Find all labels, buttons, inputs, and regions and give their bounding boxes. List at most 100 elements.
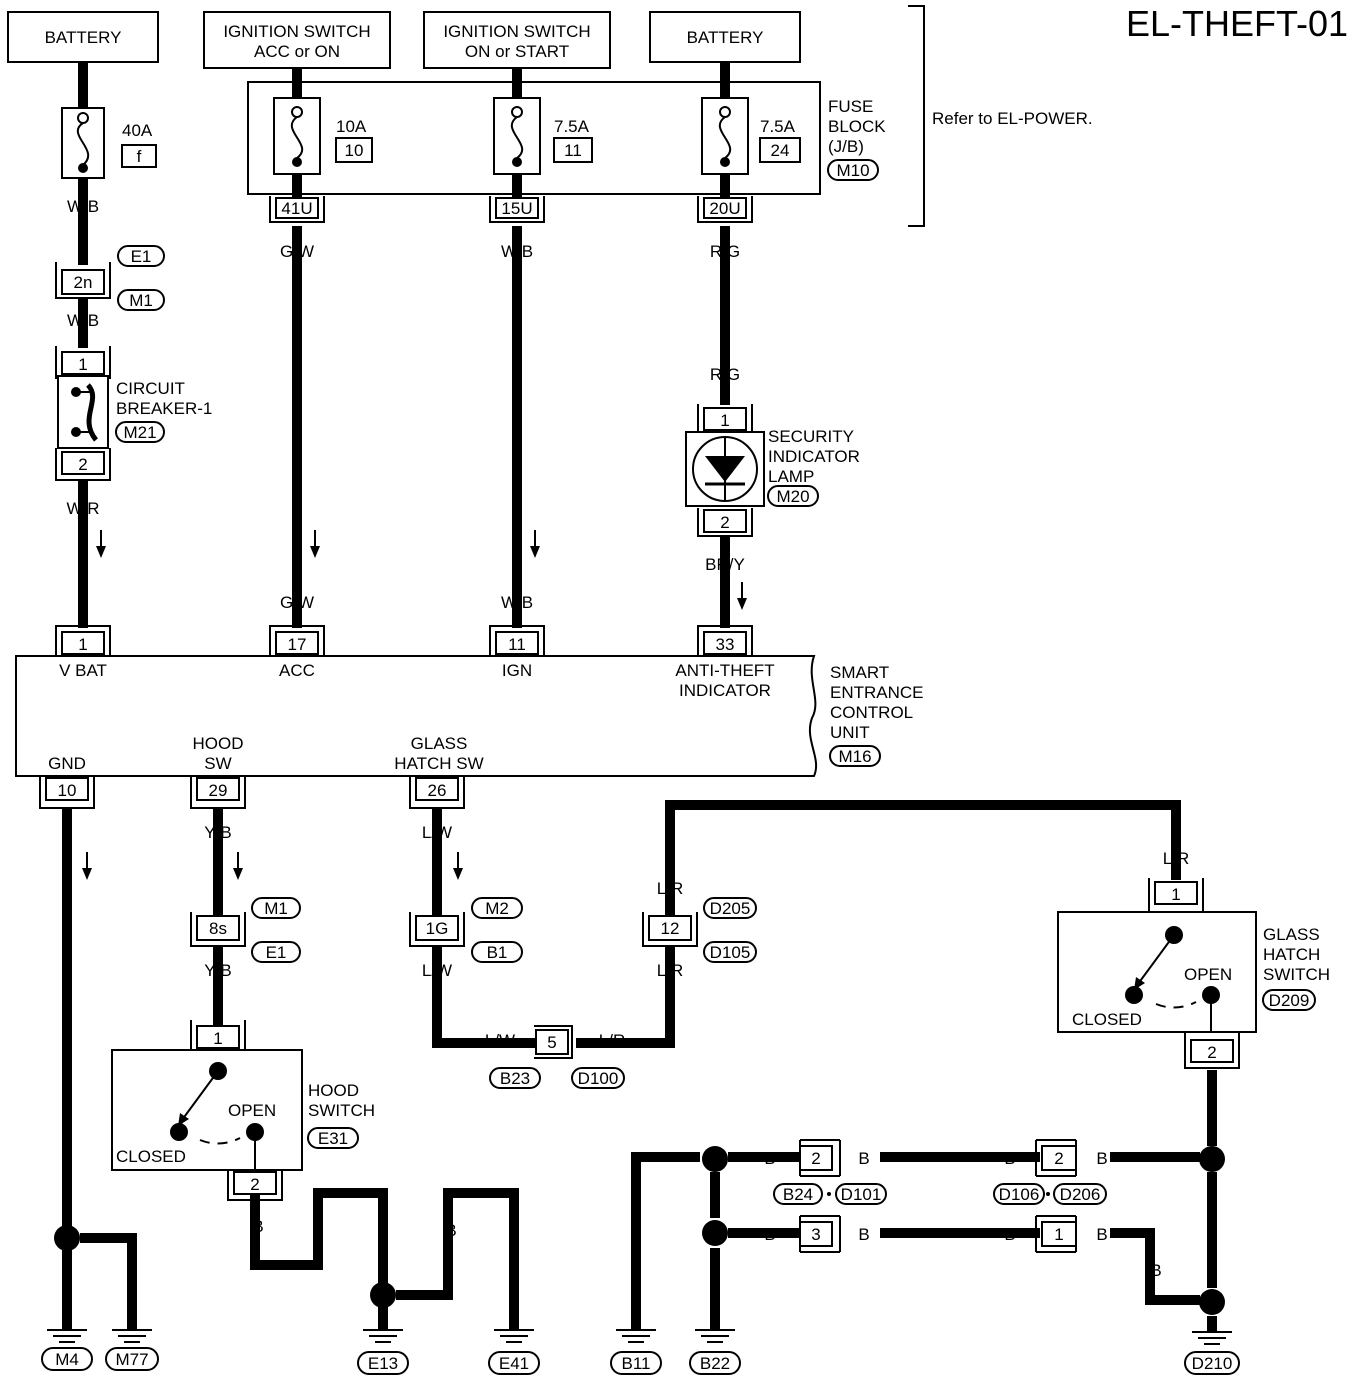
current-arrow-5-head	[82, 868, 92, 880]
ignition-on-label-1: IGNITION SWITCH	[443, 22, 590, 41]
wire-color-b-m77: B	[126, 1285, 137, 1304]
wire-color-b-glass: B	[1206, 1079, 1217, 1098]
circuit-breaker-1: 1 2 CIRCUIT BREAKER-1 M21	[55, 346, 212, 481]
wire-color-b-m4: B	[61, 1285, 72, 1304]
battery-left-source: BATTERY	[7, 11, 159, 63]
svg-text:B: B	[858, 1149, 869, 1168]
svg-text:11: 11	[508, 635, 526, 654]
joint-connector-8s: 8s M1 E1	[190, 897, 301, 963]
splice-e13	[370, 1282, 396, 1308]
ground-b22: B22	[689, 1329, 741, 1375]
current-arrow-4-head	[737, 598, 747, 610]
svg-text:D206: D206	[1060, 1185, 1101, 1204]
svg-text:V BAT: V BAT	[59, 661, 107, 680]
glass-switch-label-2: HATCH	[1263, 945, 1320, 964]
svg-text:E31: E31	[318, 1129, 348, 1148]
svg-text:2n: 2n	[74, 273, 93, 292]
fuse-24-amp: 7.5A	[760, 117, 796, 136]
svg-text:IGN: IGN	[502, 661, 532, 680]
battery-left-label: BATTERY	[45, 28, 122, 47]
svg-text:2: 2	[1054, 1149, 1063, 1168]
refer-note: Refer to EL-POWER.	[932, 109, 1093, 128]
fuse-24-num: 24	[771, 141, 790, 160]
fuse-40a-num: f	[137, 147, 142, 166]
glass-closed-label: CLOSED	[1072, 1010, 1142, 1029]
control-unit-label-3: CONTROL	[830, 703, 913, 722]
svg-text:2: 2	[811, 1149, 820, 1168]
fuse-40a-amp: 40A	[122, 121, 153, 140]
wire-color-wb-1: W/B	[67, 197, 99, 216]
current-arrow-7-head	[453, 868, 463, 880]
wire-color-rg-top: R/G	[710, 242, 740, 261]
splice-b22-lower	[702, 1220, 728, 1246]
wire-color-b-glass-3: B	[1150, 1261, 1161, 1280]
svg-text:M21: M21	[123, 423, 156, 442]
svg-text:B: B	[1096, 1225, 1107, 1244]
wire-color-wb-bottom: W/B	[501, 593, 533, 612]
joint-connector-1g: 1G M2 B1	[409, 897, 523, 963]
fuse-10: 10A 10	[273, 97, 373, 175]
pin-gnd: GND 10	[39, 754, 95, 809]
wire-color-lr-3: L/R	[657, 961, 683, 980]
hood-switch-label-2: SWITCH	[308, 1101, 375, 1120]
wire-color-lw-1: L/W	[422, 823, 452, 842]
svg-text:B23: B23	[500, 1069, 530, 1088]
ground-symbols: M4 M77 E13 E41 B11 B22	[41, 1320, 1240, 1375]
fuse-block-pin-20u: 20U	[697, 196, 753, 223]
current-arrow-3-head	[530, 546, 540, 558]
fuse-block-pin-15u: 15U	[489, 196, 545, 223]
svg-text:B: B	[764, 1225, 775, 1244]
breaker-label-1: CIRCUIT	[116, 379, 185, 398]
svg-text:GND: GND	[48, 754, 86, 773]
joint-connector-b3: B 3 B	[764, 1215, 870, 1253]
ground-m77: M77	[105, 1329, 159, 1371]
svg-text:B11: B11	[622, 1354, 651, 1373]
svg-text:20U: 20U	[709, 199, 740, 218]
svg-text:INDICATOR: INDICATOR	[679, 681, 771, 700]
pin-ign: 11 IGN	[489, 625, 545, 680]
svg-text:M20: M20	[776, 487, 809, 506]
fuse-block-label-2: BLOCK	[828, 117, 886, 136]
svg-text:E13: E13	[368, 1354, 398, 1373]
svg-text:SW: SW	[204, 754, 231, 773]
svg-text:26: 26	[428, 781, 447, 800]
svg-text:B: B	[1096, 1149, 1107, 1168]
wire-color-gw-top: G/W	[280, 242, 314, 261]
svg-text:M1: M1	[129, 291, 153, 310]
wire-color-lw-2: L/W	[422, 961, 452, 980]
fuse-block-conn: M10	[836, 161, 869, 180]
svg-text:ANTI-THEFT: ANTI-THEFT	[675, 661, 774, 680]
svg-text:L/W: L/W	[485, 1031, 515, 1050]
control-unit-label-4: UNIT	[830, 723, 870, 742]
wire-color-lr-2: L/R	[1163, 849, 1189, 868]
wire-color-b-gnd: B	[61, 823, 72, 842]
ground-m4: M4	[41, 1320, 93, 1371]
hood-switch-label-1: HOOD	[308, 1081, 359, 1100]
wire-color-bry: BR/Y	[705, 555, 745, 574]
fuse-10-amp: 10A	[336, 117, 367, 136]
svg-text:M16: M16	[838, 747, 871, 766]
svg-text:17: 17	[288, 635, 307, 654]
joint-connector-5: L/W 5 L/R B23 D100	[485, 1025, 625, 1089]
diagram-title: EL-THEFT-01	[1126, 3, 1348, 44]
ground-b11: B11	[610, 1329, 662, 1375]
svg-text:B24: B24	[783, 1185, 813, 1204]
wire-color-b-glass-2: B	[1206, 1211, 1217, 1230]
svg-text:1: 1	[1054, 1225, 1063, 1244]
wire-color-gw-bottom: G/W	[280, 593, 314, 612]
svg-text:B1: B1	[487, 943, 508, 962]
smart-entrance-control-unit: SMART ENTRANCE CONTROL UNIT M16 1 V BAT …	[15, 625, 924, 809]
svg-text:D209: D209	[1269, 991, 1310, 1010]
ground-e13: E13	[357, 1329, 409, 1375]
wire-color-rg-mid: R/G	[710, 365, 740, 384]
svg-text:1: 1	[720, 411, 729, 430]
wire-color-b-e41-mid: B	[445, 1221, 456, 1240]
fuse-block-label-1: FUSE	[828, 97, 873, 116]
fuse-10-num: 10	[345, 141, 364, 160]
wire-color-b-e41: B	[508, 1221, 519, 1240]
svg-text:1: 1	[1171, 885, 1180, 904]
hood-switch: 1 OPEN CLOSED 2 HOOD SWITCH E31	[111, 1020, 375, 1201]
glass-open-label: OPEN	[1184, 965, 1232, 984]
pin-vbat: 1 V BAT	[55, 625, 111, 680]
breaker-label-2: BREAKER-1	[116, 399, 212, 418]
